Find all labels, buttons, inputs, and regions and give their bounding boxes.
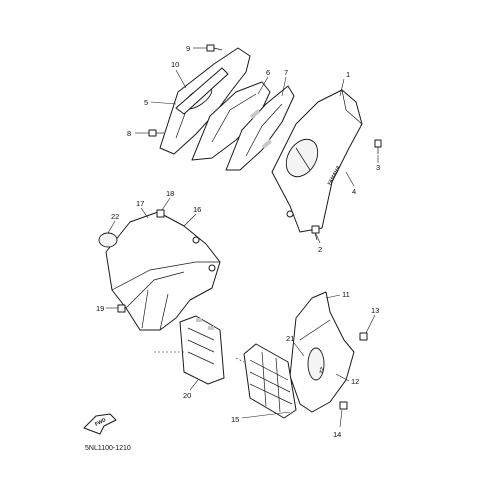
callout-numbers: 1 2 3 4 5 6 7 8 9 10 11 12 13 14 15 16 1… <box>96 44 380 439</box>
callout-15: 15 <box>231 415 239 424</box>
bolt-icon <box>148 129 164 137</box>
callout-10: 10 <box>171 60 179 69</box>
shroud-part-11 <box>289 291 355 413</box>
fwd-arrow-icon: FWD <box>83 413 117 435</box>
callout-1: 1 <box>346 70 350 79</box>
leader-lines <box>106 47 379 428</box>
panel-part-7 <box>225 85 295 171</box>
svg-text:YZ: YZ <box>318 366 326 375</box>
callout-13: 13 <box>371 306 379 315</box>
bolt-icon <box>206 44 223 52</box>
drawing-code: 5NL1100-1210 <box>85 445 131 452</box>
callout-14: 14 <box>333 430 341 439</box>
callout-9: 9 <box>186 44 190 53</box>
callout-5: 5 <box>144 98 148 107</box>
callout-3: 3 <box>376 163 380 172</box>
bolt-icon <box>339 401 348 410</box>
callout-2: 2 <box>318 245 322 254</box>
callout-8: 8 <box>127 129 131 138</box>
bolt-icon <box>359 332 368 341</box>
callout-12: 12 <box>351 377 359 386</box>
callout-7: 7 <box>284 68 288 77</box>
callout-21: 21 <box>286 334 294 343</box>
callout-4: 4 <box>352 187 356 196</box>
emblem-part-22 <box>98 232 118 248</box>
bolt-icon <box>117 304 126 313</box>
radiator-shroud-right-assembly: YZ <box>243 291 355 419</box>
callout-6: 6 <box>266 68 270 77</box>
side-cover-left-assembly <box>159 47 295 171</box>
decal-strip-part-10 <box>175 67 229 115</box>
panel-part-6 <box>191 81 271 161</box>
bolt-icon <box>374 139 382 154</box>
bolt-icon <box>311 225 320 241</box>
grille-part-15 <box>243 343 297 419</box>
radiator-guard-part-20 <box>179 315 225 385</box>
callout-16: 16 <box>193 205 201 214</box>
callout-17: 17 <box>136 199 144 208</box>
callout-22: 22 <box>111 212 119 221</box>
fwd-label: FWD <box>94 417 107 428</box>
number-plate-part-4 <box>271 89 363 233</box>
callout-11: 11 <box>342 290 350 299</box>
callout-18: 18 <box>166 189 174 198</box>
bolt-icon <box>156 209 165 218</box>
radiator-shroud-assembly <box>98 211 221 331</box>
callout-20: 20 <box>183 391 191 400</box>
callout-19: 19 <box>96 304 104 313</box>
